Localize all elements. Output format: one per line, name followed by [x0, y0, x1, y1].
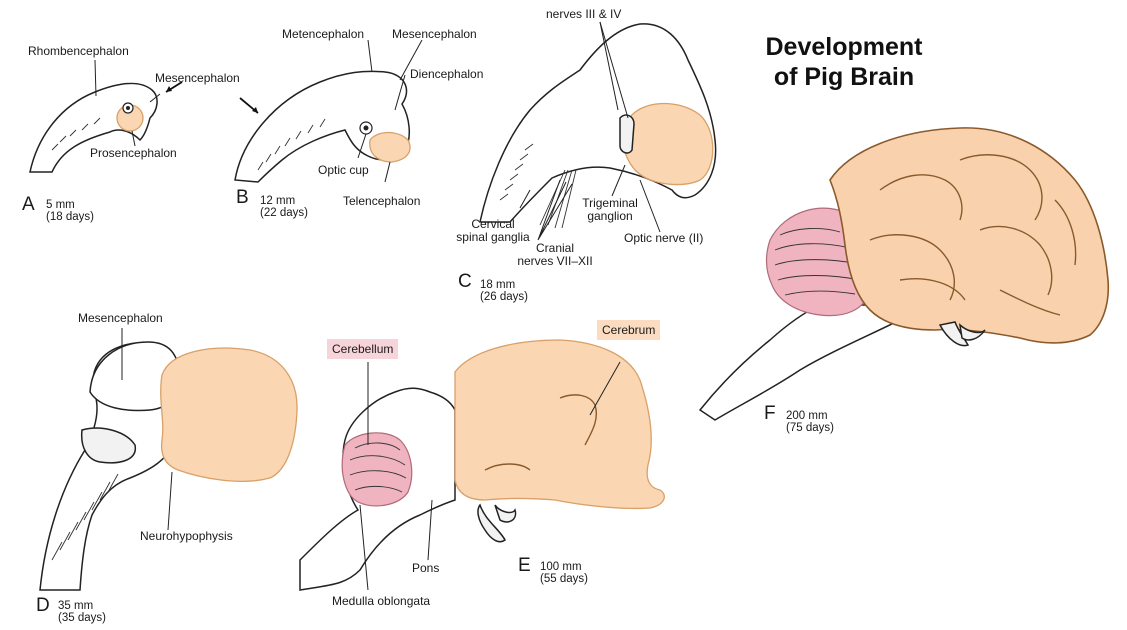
stage-age-e: (55 days)	[540, 573, 588, 586]
stage-f-drawing	[700, 128, 1108, 420]
label-trigeminal-line-2: ganglion	[565, 210, 655, 223]
label-diencephalon-b: Diencephalon	[410, 68, 483, 81]
stage-d-drawing	[40, 328, 297, 590]
label-optic-cup-b: Optic cup	[318, 164, 369, 177]
label-cranial-line-2: nerves VII–XII	[505, 255, 605, 268]
label-telencephalon-b: Telencephalon	[343, 195, 420, 208]
label-cerebrum: Cerebrum	[597, 320, 660, 340]
label-rhombencephalon-a: Rhombencephalon	[28, 45, 129, 58]
label-cerebellum: Cerebellum	[327, 339, 398, 359]
stage-letter-f: F	[764, 404, 776, 424]
stage-letter-a: A	[22, 195, 35, 215]
diagram-title: Development of Pig Brain	[728, 32, 960, 92]
label-pons: Pons	[412, 562, 439, 575]
stage-age-c: (26 days)	[480, 291, 528, 304]
title-line-1: Development	[728, 32, 960, 62]
stage-b-drawing	[235, 40, 422, 182]
stage-age-a: (18 days)	[46, 211, 94, 224]
label-cranial-nerves: Cranial nerves VII–XII	[505, 242, 605, 268]
label-trigeminal-ganglion: Trigeminal ganglion	[565, 197, 655, 223]
stage-letter-b: B	[236, 188, 249, 208]
label-mesencephalon-d: Mesencephalon	[78, 312, 163, 325]
stage-letter-e: E	[518, 556, 531, 576]
stage-letter-c: C	[458, 272, 472, 292]
stage-age-b: (22 days)	[260, 207, 308, 220]
label-mesencephalon-a: Mesencephalon	[155, 72, 240, 85]
label-cervical-spinal-ganglia: Cervical spinal ganglia	[438, 218, 548, 244]
stage-age-d: (35 days)	[58, 612, 106, 625]
label-metencephalon-b: Metencephalon	[282, 28, 364, 41]
label-medulla-oblongata: Medulla oblongata	[332, 595, 430, 608]
title-line-2: of Pig Brain	[728, 62, 960, 92]
stage-e-drawing	[300, 340, 664, 590]
label-neurohypophysis: Neurohypophysis	[140, 530, 233, 543]
label-nerves-iii-iv: nerves III & IV	[546, 8, 621, 21]
label-prosencephalon-a: Prosencephalon	[90, 147, 177, 160]
stage-age-f: (75 days)	[786, 422, 834, 435]
stage-letter-d: D	[36, 596, 50, 616]
label-optic-nerve: Optic nerve (II)	[624, 232, 703, 245]
label-mesencephalon-b: Mesencephalon	[392, 28, 477, 41]
